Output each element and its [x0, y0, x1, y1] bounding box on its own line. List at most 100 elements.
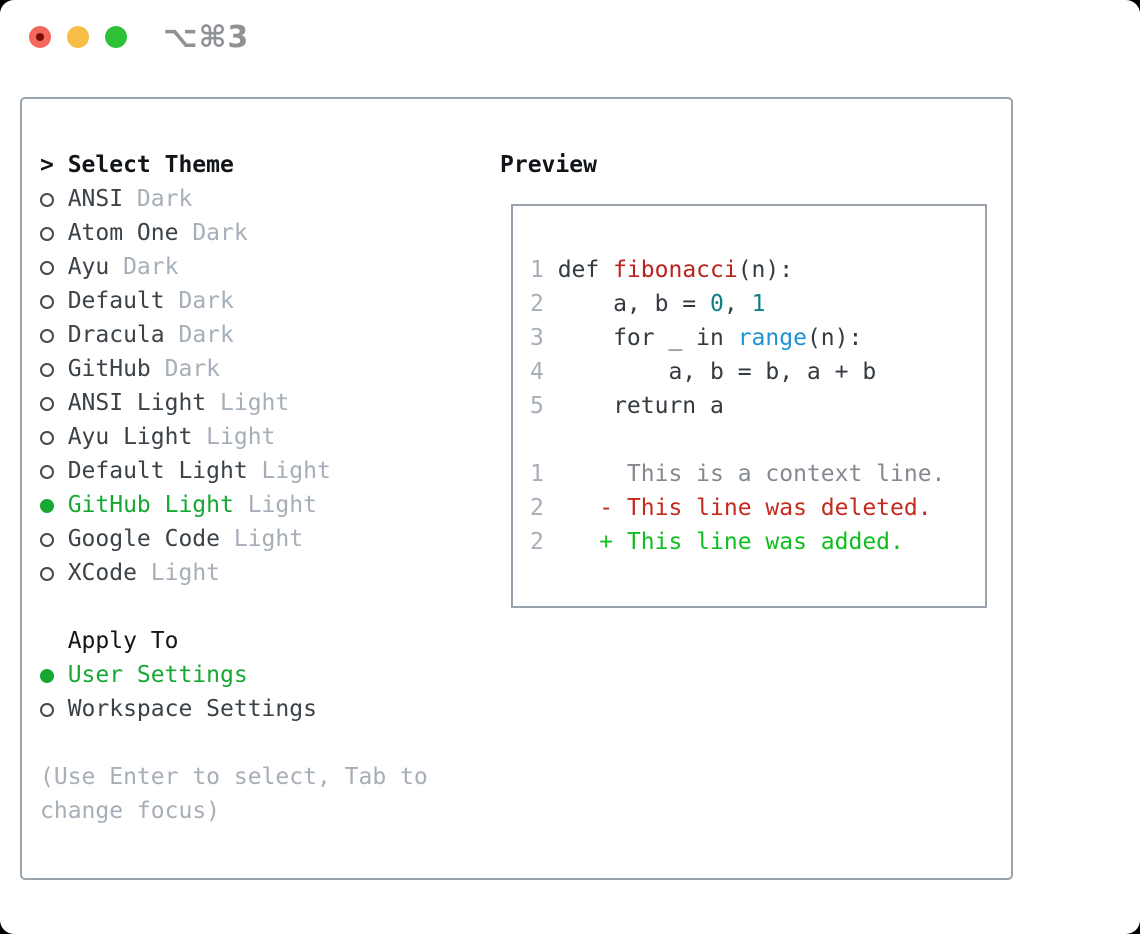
radio-icon	[40, 397, 54, 411]
option-label: Atom One	[67, 220, 179, 246]
code-segment-deleted: - This line was deleted.	[557, 495, 932, 521]
apply-option-workspace-settings[interactable]: Workspace Settings	[40, 692, 428, 726]
help-text: (Use Enter to select, Tab to change focu…	[40, 764, 428, 824]
select-theme-header-label: Select Theme	[67, 152, 234, 178]
radio-icon	[40, 295, 54, 309]
apply-to-header-label: Apply To	[67, 628, 179, 654]
code-line: 2 + This line was added.	[530, 525, 945, 559]
code-segment-plain: (n):	[806, 325, 863, 351]
theme-option-google-code[interactable]: Google Code Light	[40, 522, 428, 556]
line-number: 1	[530, 257, 544, 283]
code-line: 3 for _ in range(n):	[530, 321, 945, 355]
option-tag: Dark	[109, 254, 179, 280]
code-segment-func: fibonacci	[613, 257, 738, 283]
theme-option-xcode[interactable]: XCode Light	[40, 556, 428, 590]
theme-option-ayu[interactable]: Ayu Dark	[40, 250, 428, 284]
theme-option-dracula[interactable]: Dracula Dark	[40, 318, 428, 352]
option-tag: Light	[233, 492, 317, 518]
apply-option-user-settings[interactable]: User Settings	[40, 658, 428, 692]
code-segment-plain: for _ in	[557, 325, 738, 351]
radio-icon	[40, 431, 54, 445]
code-line: 2 a, b = 0, 1	[530, 287, 945, 321]
line-number: 2	[530, 495, 544, 521]
code-line: 2 - This line was deleted.	[530, 491, 945, 525]
theme-option-ayu-light[interactable]: Ayu Light Light	[40, 420, 428, 454]
title-bar: ⌥⌘3	[0, 0, 1140, 74]
line-number: 5	[530, 393, 544, 419]
option-label: Google Code	[67, 526, 221, 552]
line-number: 4	[530, 359, 544, 385]
code-segment-context: This is a context line.	[557, 461, 946, 487]
line-number: 2	[530, 529, 544, 555]
line-number: 3	[530, 325, 544, 351]
code-line: 5 return a	[530, 389, 945, 423]
code-segment-plain: a, b =	[557, 291, 711, 317]
code-segment-number: 1	[751, 291, 766, 317]
option-tag: Light	[220, 526, 304, 552]
theme-option-github-light[interactable]: GitHub Light Light	[40, 488, 428, 522]
radio-icon	[40, 363, 54, 377]
theme-option-default-light[interactable]: Default Light Light	[40, 454, 428, 488]
spacer	[40, 726, 428, 760]
option-label: GitHub Light	[67, 492, 234, 518]
option-tag: Light	[206, 390, 290, 416]
radio-icon	[40, 227, 54, 241]
code-segment-plain: ,	[723, 291, 752, 317]
option-tag: Light	[192, 424, 276, 450]
radio-icon	[40, 533, 54, 547]
window-title: ⌥⌘3	[163, 20, 250, 55]
radio-icon	[40, 329, 54, 343]
code-segment-plain: return a	[557, 393, 724, 419]
option-tag: Light	[136, 560, 221, 586]
theme-option-atom-one[interactable]: Atom One Dark	[40, 216, 428, 250]
radio-selected-icon	[40, 669, 54, 683]
option-tag: Dark	[178, 220, 248, 246]
code-line: 4 a, b = b, a + b	[530, 355, 945, 389]
radio-icon	[40, 703, 54, 717]
code-segment-added: + This line was added.	[557, 529, 904, 555]
code-line: 1 This is a context line.	[530, 457, 945, 491]
line-number: 1	[530, 461, 544, 487]
radio-selected-icon	[40, 499, 54, 513]
select-theme-header: > Select Theme	[40, 148, 428, 182]
spacer	[40, 590, 428, 624]
code-segment-plain: (n):	[737, 257, 794, 283]
code-segment-plain: a, b = b, a + b	[557, 359, 877, 385]
code-line: 1 def fibonacci(n):	[530, 253, 945, 287]
zoom-button[interactable]	[105, 26, 127, 48]
preview-header: Preview	[500, 152, 597, 178]
prompt-icon: >	[40, 152, 54, 178]
radio-icon	[40, 465, 54, 479]
option-tag: Light	[247, 458, 331, 484]
option-label: Ayu	[67, 254, 110, 280]
unsaved-dot-icon	[36, 33, 44, 41]
option-tag: Dark	[164, 288, 234, 314]
code-segment-number: 0	[710, 291, 724, 317]
theme-option-github[interactable]: GitHub Dark	[40, 352, 428, 386]
code-line	[530, 423, 945, 457]
code-segment-plain: def	[557, 257, 614, 283]
code-segment-builtin: range	[737, 325, 807, 351]
close-button[interactable]	[29, 26, 51, 48]
option-label: Ayu Light	[67, 424, 193, 450]
option-label: Workspace Settings	[67, 696, 317, 722]
option-label: ANSI	[67, 186, 124, 212]
option-label: ANSI Light	[67, 390, 207, 416]
option-label: Default	[67, 288, 165, 314]
line-number: 2	[530, 291, 544, 317]
option-label: User Settings	[67, 662, 248, 688]
option-tag: Dark	[150, 356, 221, 382]
option-tag: Dark	[123, 186, 193, 212]
theme-option-ansi-light[interactable]: ANSI Light Light	[40, 386, 428, 420]
option-label: Default Light	[67, 458, 248, 484]
theme-option-ansi[interactable]: ANSI Dark	[40, 182, 428, 216]
radio-icon	[40, 193, 54, 207]
option-label: XCode	[67, 560, 137, 586]
minimize-button[interactable]	[67, 26, 89, 48]
theme-option-default[interactable]: Default Dark	[40, 284, 428, 318]
